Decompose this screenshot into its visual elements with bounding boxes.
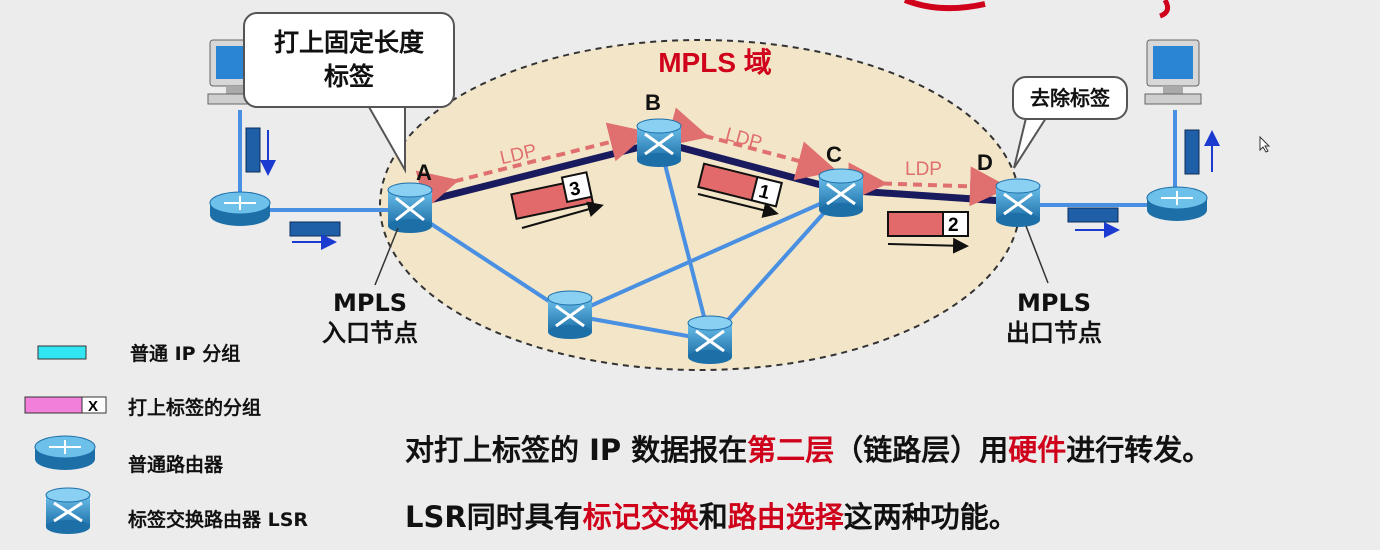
summary-2-seg-1: LSR同时具有	[405, 500, 583, 534]
domain-title: MPLS 域	[658, 47, 772, 78]
mouse-cursor-icon	[1259, 135, 1271, 153]
summary-1-seg-3: （链路层）用	[834, 433, 1009, 467]
legend-ip-packet-text: 普通 IP 分组	[130, 343, 241, 365]
ingress-callout-tail	[363, 99, 406, 174]
egress-label-line2: 出口节点	[1006, 319, 1102, 347]
lsr-router-icon	[387, 182, 433, 233]
summary-1-seg-4: 硬件	[1008, 433, 1067, 467]
decorative-red-stroke	[1159, 0, 1171, 19]
legend-labeled-packet-text: 打上标签的分组	[128, 397, 262, 419]
summary-2-seg-2: 标记交换	[582, 500, 699, 534]
packet-label-3: 3	[568, 178, 583, 201]
node-letters: A B C D	[416, 90, 993, 185]
legend-lsr-icon	[45, 487, 91, 534]
lsr-router-icon	[687, 315, 733, 364]
legend-labeled-packet-mark: X	[88, 398, 98, 415]
legend-labeled-packet-swatch	[24, 396, 107, 414]
legend-router-text: 普通路由器	[128, 454, 224, 476]
egress-pointer	[1025, 225, 1049, 284]
ingress-callout: 打上固定长度 标签	[243, 12, 455, 108]
router-icon	[209, 191, 271, 226]
summary-1-seg-1: 对打上标签的 IP 数据报在	[405, 433, 748, 467]
ingress-label-line1: MPLS	[332, 289, 408, 317]
summary-2-seg-3: 和	[698, 500, 728, 534]
ip-packet-right	[1067, 207, 1120, 238]
ingress-callout-line1: 打上固定长度	[273, 28, 424, 57]
ingress-label: MPLS 入口节点	[310, 288, 430, 348]
link-lower1-lower2	[569, 313, 711, 342]
node-label-a: A	[416, 160, 432, 185]
summary-line-1: 对打上标签的 IP 数据报在第二层（链路层）用硬件进行转发。	[405, 427, 1211, 469]
ldp-arrows	[415, 107, 1010, 210]
ingress-label-line2: 入口节点	[322, 319, 418, 347]
labeled-packet-b-c: 1	[697, 162, 783, 218]
summary-2-seg-5: 这两种功能。	[843, 500, 1018, 534]
lsr-router-icon	[636, 118, 682, 167]
lsr-router-icon	[818, 168, 864, 217]
ip-packet-left	[289, 221, 341, 250]
egress-callout-text: 去除标签	[1030, 86, 1110, 110]
computer-icon	[1144, 39, 1202, 105]
decorative-red-stroke	[903, 0, 986, 12]
egress-callout-tail	[1013, 117, 1048, 169]
lsr-router-icon	[995, 178, 1041, 227]
node-label-d: D	[977, 150, 993, 175]
labeled-packet-c-d: 2	[887, 211, 969, 254]
legend-router-icon	[34, 435, 96, 470]
legend-ip-packet-swatch	[37, 345, 87, 360]
egress-label-line1: MPLS	[1016, 289, 1092, 317]
egress-callout: 去除标签	[1012, 76, 1128, 120]
summary-2-seg-4: 路由选择	[727, 500, 844, 534]
ldp-arrow-c-d	[847, 162, 1010, 207]
ldp-arrow-a-b	[415, 122, 650, 210]
ingress-callout-line2: 标签	[323, 62, 374, 91]
legend-lsr-text: 标签交换路由器 LSR	[128, 509, 309, 531]
link-c-lower2	[708, 193, 842, 342]
egress-label: MPLS 出口节点	[994, 288, 1114, 348]
ip-packet-up-right	[1184, 129, 1220, 175]
router-icon	[1146, 186, 1208, 221]
packet-label-2: 2	[948, 215, 959, 236]
ingress-pointer	[374, 227, 399, 286]
summary-line-2: LSR同时具有标记交换和路由选择这两种功能。	[405, 494, 1018, 536]
link-lower1-c	[569, 193, 841, 317]
ldp-arrow-b-c	[665, 107, 838, 181]
summary-1-seg-2: 第二层	[747, 433, 835, 467]
ldp-label-c-d: LDP	[905, 159, 942, 180]
node-label-b: B	[645, 90, 661, 115]
summary-1-seg-5: 进行转发。	[1066, 433, 1212, 467]
link-a-lower1	[408, 208, 572, 317]
ip-packet-up-left	[245, 127, 276, 176]
labeled-packet-a-b: 3	[510, 171, 604, 229]
node-label-c: C	[826, 142, 842, 167]
lsr-router-icon	[547, 290, 593, 339]
